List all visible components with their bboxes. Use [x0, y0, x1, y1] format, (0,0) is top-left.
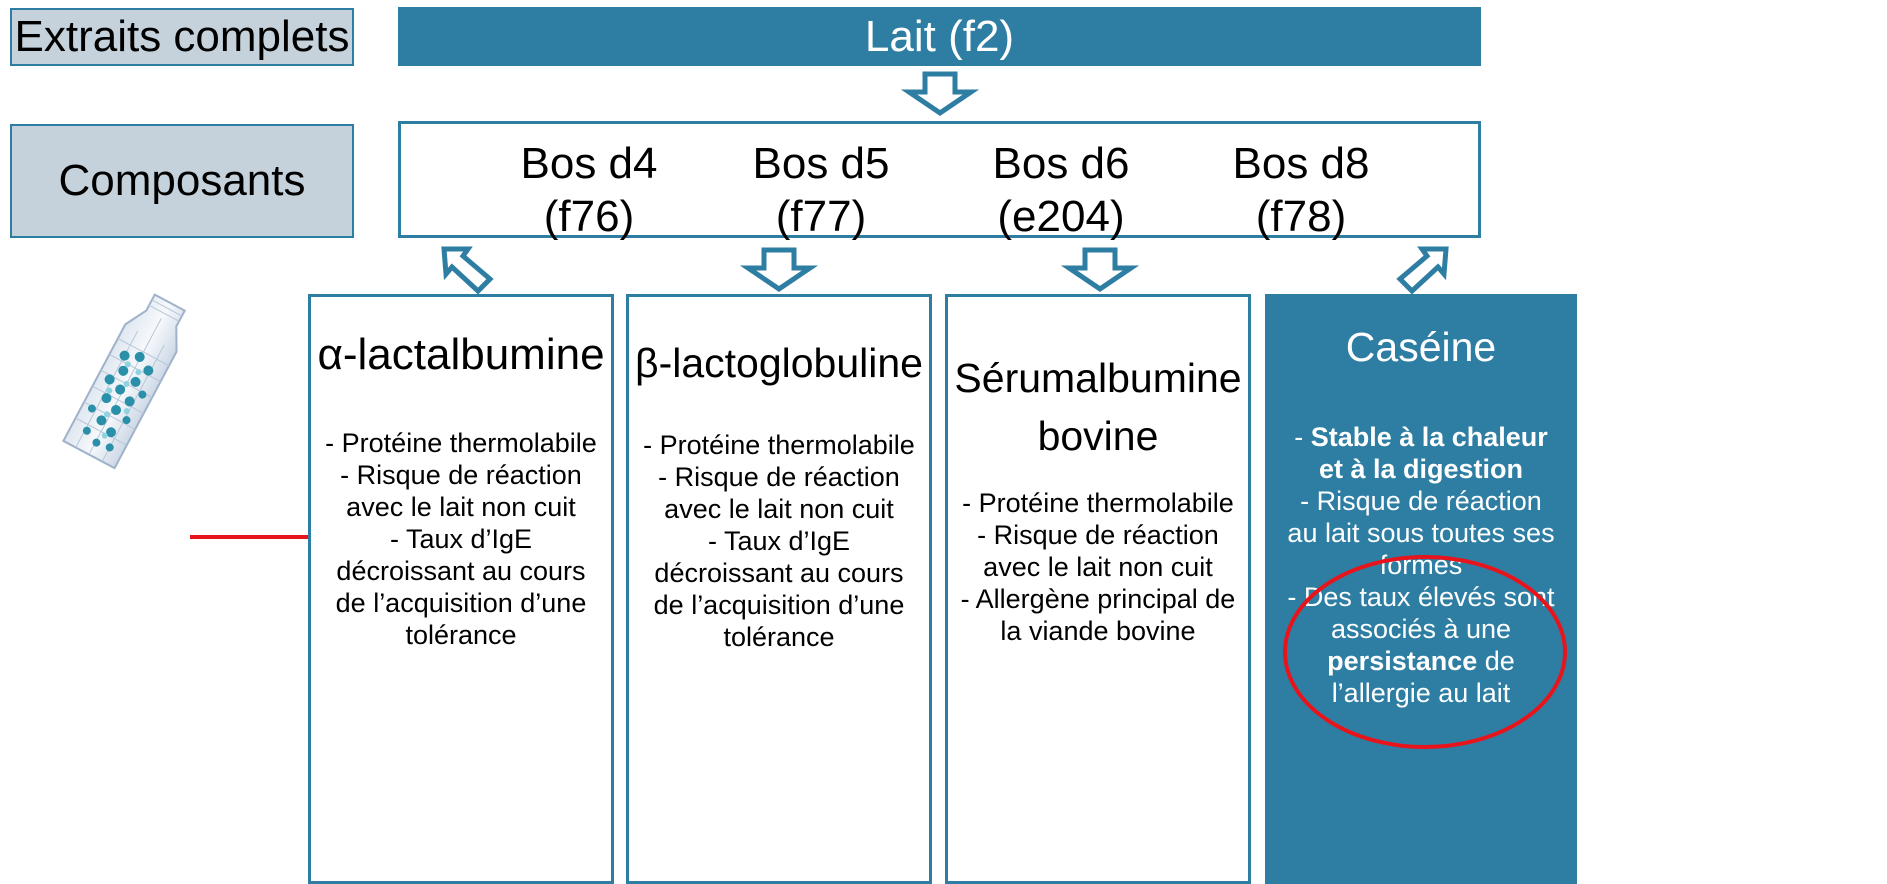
components-label: Composants — [10, 124, 354, 238]
arrow-diagonal-left-icon — [441, 246, 494, 295]
card-title: α-lactalbumine — [317, 330, 605, 379]
card-title: Caséine — [1345, 324, 1497, 370]
card-alpha-lactalbumin: α-lactalbumine - Protéine thermolabile -… — [308, 294, 614, 884]
card-line: décroissant au cours — [654, 558, 904, 588]
milk-extract-bar: Lait (f2) — [398, 7, 1481, 66]
component-code: (f78) — [1255, 192, 1347, 241]
extracts-label: Extraits complets — [10, 8, 354, 66]
card-line: au lait sous toutes ses — [1287, 518, 1555, 548]
card-line: - Allergène principal de — [960, 584, 1236, 614]
card-line: - Protéine thermolabile — [325, 428, 597, 458]
card-line: de l’acquisition d’une — [335, 588, 587, 618]
component-name: Bos d8 — [1232, 139, 1370, 188]
card-title: Sérumalbumine bovine — [948, 349, 1248, 465]
card-line: avec le lait non cuit — [664, 494, 894, 524]
arrow-down-icon — [1060, 247, 1140, 293]
component-bos-d5: Bos d5 (f77) — [733, 137, 909, 243]
arrow-down-icon — [739, 247, 819, 293]
emphasis-text: persistance — [1327, 646, 1478, 676]
card-line: tolérance — [723, 622, 835, 652]
milk-extract-label: Lait (f2) — [864, 11, 1015, 61]
card-title-line: bovine — [1037, 413, 1159, 459]
card-line: avec le lait non cuit — [983, 552, 1213, 582]
card-body: - Stable à la chaleur et à la digestion … — [1268, 421, 1574, 709]
card-bovine-serum-albumin: Sérumalbumine bovine - Protéine thermola… — [945, 294, 1251, 884]
card-line: - Risque de réaction — [340, 460, 582, 490]
component-bos-d8: Bos d8 (f78) — [1213, 137, 1389, 243]
card-line: - Stable à la chaleur — [1268, 421, 1574, 453]
card-line: la viande bovine — [1000, 616, 1196, 646]
extracts-label-text: Extraits complets — [14, 12, 350, 61]
card-line: - Des taux élevés sont — [1287, 582, 1555, 612]
line-suffix: de — [1477, 646, 1515, 676]
component-name: Bos d4 — [520, 139, 658, 188]
card-body: - Protéine thermolabile - Risque de réac… — [948, 487, 1248, 647]
components-box: Bos d4 (f76) Bos d5 (f77) Bos d6 (e204) … — [398, 121, 1481, 241]
component-bos-d6: Bos d6 (e204) — [973, 137, 1149, 243]
card-title-line: Sérumalbumine — [954, 355, 1242, 401]
card-casein: Caséine - Stable à la chaleur et à la di… — [1265, 294, 1577, 884]
card-line: - Protéine thermolabile — [962, 488, 1234, 518]
card-body: - Protéine thermolabile - Risque de réac… — [311, 427, 611, 651]
card-line: décroissant au cours — [336, 556, 586, 586]
card-line: associés à une — [1330, 614, 1512, 644]
line-prefix: - — [1294, 422, 1311, 452]
card-line: - Protéine thermolabile — [643, 430, 915, 460]
components-label-text: Composants — [58, 156, 306, 205]
card-line: formes — [1379, 550, 1463, 580]
card-beta-lactoglobulin: β-lactoglobuline - Protéine thermolabile… — [626, 294, 932, 884]
card-line: - Risque de réaction — [977, 520, 1219, 550]
card-title: β-lactoglobuline — [635, 340, 923, 386]
component-code: (e204) — [997, 192, 1125, 241]
arrow-diagonal-right-icon — [1396, 246, 1449, 295]
card-line: - Risque de réaction — [1300, 486, 1542, 516]
card-line: et à la digestion — [1318, 454, 1524, 484]
card-line: de l’acquisition d’une — [653, 590, 905, 620]
emphasis-text: Stable à la chaleur — [1310, 422, 1548, 452]
component-name: Bos d6 — [992, 139, 1130, 188]
component-bos-d4: Bos d4 (f76) — [501, 137, 677, 243]
card-line: persistance de — [1268, 645, 1574, 677]
card-line: tolérance — [405, 620, 517, 650]
component-code: (f77) — [775, 192, 867, 241]
card-line: - Taux d’IgE — [707, 526, 851, 556]
card-line: avec le lait non cuit — [346, 492, 576, 522]
component-code: (f76) — [543, 192, 635, 241]
highlight-ellipse — [1283, 555, 1567, 749]
milk-bottle-illustration — [62, 293, 187, 470]
card-line: - Taux d’IgE — [389, 524, 533, 554]
card-line: l’allergie au lait — [1331, 678, 1511, 708]
card-body: - Protéine thermolabile - Risque de réac… — [629, 429, 929, 653]
component-name: Bos d5 — [752, 139, 890, 188]
arrow-down-icon — [900, 71, 980, 117]
card-line: - Risque de réaction — [658, 462, 900, 492]
